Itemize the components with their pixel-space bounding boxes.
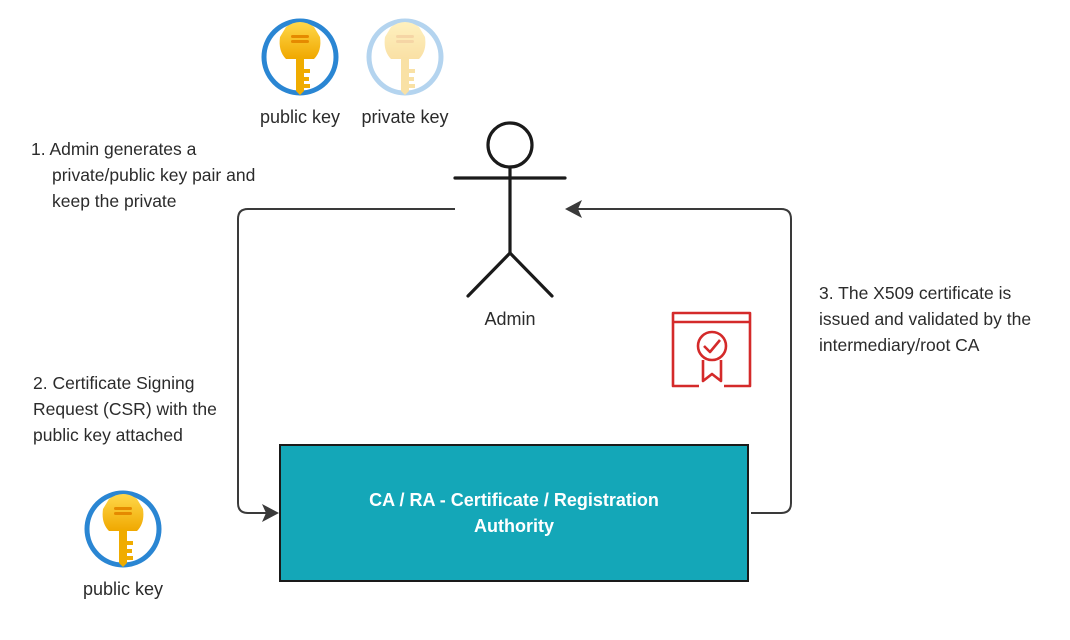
public-key-icon xyxy=(261,18,339,96)
step-1-text: 1. Admin generates a private/public key … xyxy=(31,136,255,214)
csr-public-key-icon xyxy=(84,490,162,568)
step-2-text: 2. Certificate Signing Request (CSR) wit… xyxy=(33,370,217,448)
certificate-icon xyxy=(671,311,752,388)
admin-label: Admin xyxy=(484,309,536,329)
step-1-line-1: 1. Admin generates a xyxy=(31,139,197,159)
private-key-icon xyxy=(366,18,444,96)
certificate-authority-box: CA / RA - Certificate / Registration Aut… xyxy=(279,444,749,582)
step-3-line-1: 3. The X509 certificate is xyxy=(819,283,1012,303)
step-2-line-2: Request (CSR) with the xyxy=(33,399,217,419)
public-key-label: public key xyxy=(259,107,341,127)
private-key-label: private key xyxy=(361,107,449,127)
step-1-line-3: keep the private xyxy=(52,191,177,211)
step-3-line-3: intermediary/root CA xyxy=(819,335,980,355)
step-2-line-3: public key attached xyxy=(33,425,183,445)
csr-connector-arrow xyxy=(237,208,455,522)
certificate-connector-arrow xyxy=(565,200,792,514)
step-3-text: 3. The X509 certificate is issued and va… xyxy=(819,280,1031,358)
admin-stick-figure-icon xyxy=(453,121,567,298)
step-2-line-1: 2. Certificate Signing xyxy=(33,373,195,393)
step-1-line-2: private/public key pair and xyxy=(52,165,256,185)
step-3-line-2: issued and validated by the xyxy=(819,309,1032,329)
certificate-authority-label: CA / RA - Certificate / Registration Aut… xyxy=(369,490,659,536)
csr-public-key-label: public key xyxy=(82,579,164,599)
